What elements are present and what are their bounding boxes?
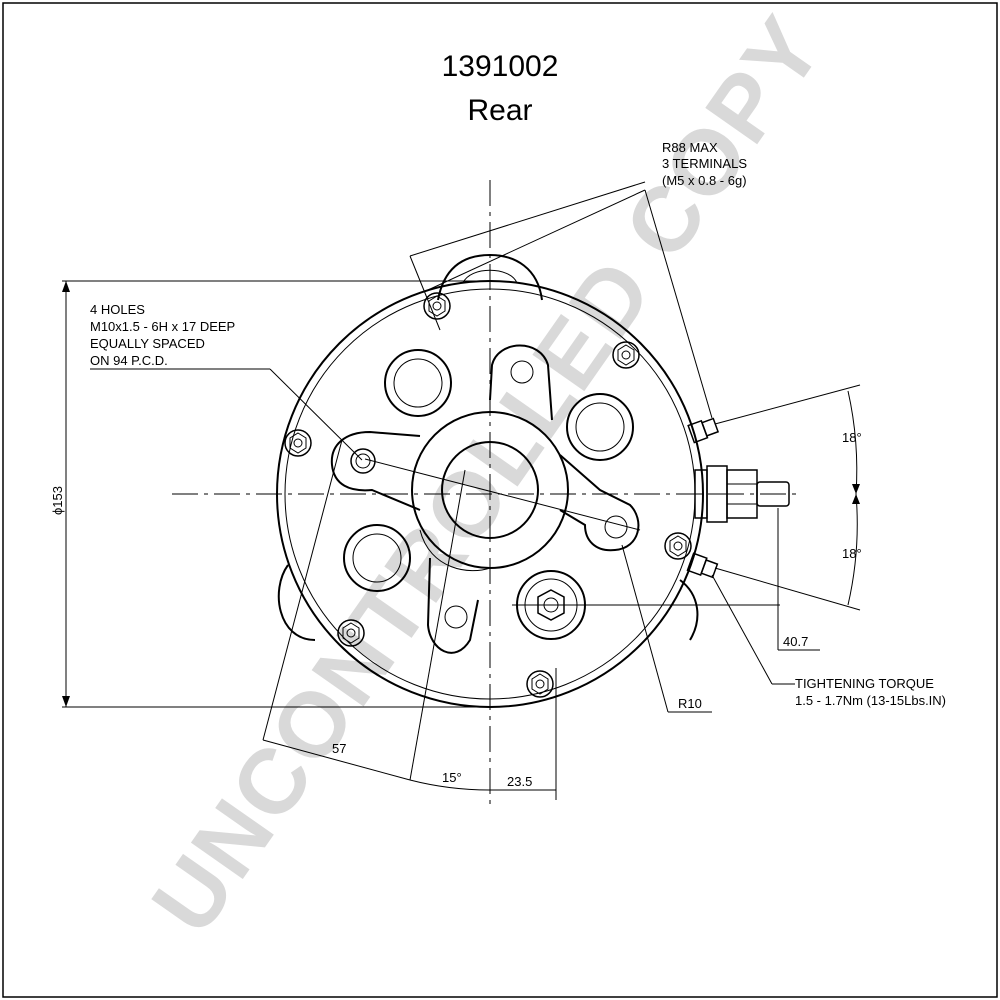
note-terminals: R88 MAX 3 TERMINALS (M5 x 0.8 - 6g) <box>662 140 747 188</box>
watermark: UNCONTROLLED COPY <box>133 0 843 951</box>
dimension-40-7-label: 40.7 <box>783 634 808 649</box>
svg-text:TIGHTENING TORQUE: TIGHTENING TORQUE <box>795 676 934 691</box>
svg-text:4 HOLES: 4 HOLES <box>90 302 145 317</box>
note-holes: 4 HOLES M10x1.5 - 6H x 17 DEEP EQUALLY S… <box>90 302 363 461</box>
dimension-diameter <box>62 280 480 708</box>
port-lower-left <box>343 524 411 592</box>
angle-lower-label: 18° <box>842 546 862 561</box>
bottom-dimensions <box>262 439 557 800</box>
dimension-23-5-label: 23.5 <box>507 774 532 789</box>
output-terminal <box>694 465 790 523</box>
bolt-top-right <box>612 341 640 369</box>
svg-text:1.5 - 1.7Nm (13-15Lbs.IN): 1.5 - 1.7Nm (13-15Lbs.IN) <box>795 693 946 708</box>
svg-text:ON 94 P.C.D.: ON 94 P.C.D. <box>90 353 168 368</box>
angle-upper-label: 18° <box>842 430 862 445</box>
dimension-diameter-label: ϕ153 <box>50 486 65 515</box>
bolt-bottom-left <box>337 619 365 647</box>
terminal-small-upper <box>687 417 720 444</box>
svg-text:3 TERMINALS: 3 TERMINALS <box>662 156 747 171</box>
part-number-title: 1391002 <box>442 50 559 83</box>
svg-text:R88 MAX: R88 MAX <box>662 140 718 155</box>
port-upper-left <box>384 349 452 417</box>
angle-arcs-18 <box>847 390 860 606</box>
port-right <box>566 393 634 461</box>
svg-text:(M5 x 0.8 - 6g): (M5 x 0.8 - 6g) <box>662 173 747 188</box>
view-title: Rear <box>467 94 532 127</box>
dimension-57-label: 57 <box>332 741 346 756</box>
terminal-small-lower <box>686 552 719 579</box>
angle-15-label: 15° <box>442 770 462 785</box>
svg-text:EQUALLY SPACED: EQUALLY SPACED <box>90 336 205 351</box>
bolt-left <box>284 429 312 457</box>
note-torque: TIGHTENING TORQUE 1.5 - 1.7Nm (13-15Lbs.… <box>711 574 946 708</box>
tapped-hole <box>350 448 376 474</box>
radius-leader <box>621 544 712 713</box>
svg-text:M10x1.5 - 6H x 17 DEEP: M10x1.5 - 6H x 17 DEEP <box>90 319 235 334</box>
bolt-right <box>664 532 692 560</box>
bolt-bottom <box>526 670 554 698</box>
construction-lines <box>364 181 861 611</box>
radius-label: R10 <box>678 696 702 711</box>
bolt-top-left <box>423 292 451 320</box>
bearing-boss <box>411 411 569 572</box>
dimension-40-7 <box>777 508 820 651</box>
bracket-plate <box>330 344 640 654</box>
terminal-stud-lower <box>512 570 780 640</box>
